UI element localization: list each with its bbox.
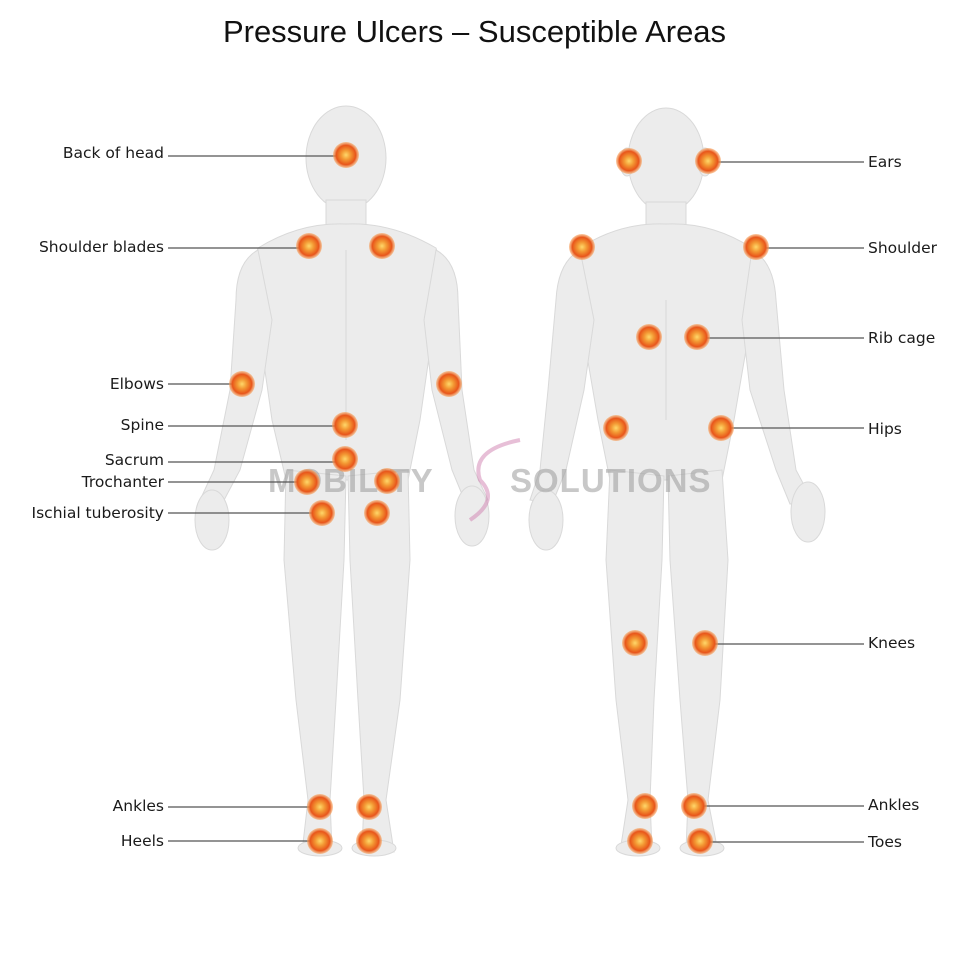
back-spine-line (345, 250, 347, 440)
marker-spine (332, 412, 358, 438)
marker-sacrum (332, 446, 358, 472)
label-spine: Spine (121, 416, 164, 434)
marker-back-of-head (333, 142, 359, 168)
front-left-hand (528, 489, 564, 551)
marker-shoulder-right (743, 234, 769, 260)
label-elbows: Elbows (110, 375, 164, 393)
marker-ankle-back-left (307, 794, 333, 820)
label-ischial-tuberosity: Ischial tuberosity (32, 504, 164, 522)
label-toes: Toes (867, 833, 902, 851)
marker-heel-left (307, 828, 333, 854)
label-heels: Heels (121, 832, 164, 850)
marker-trochanter-left (294, 469, 320, 495)
front-midline (665, 300, 667, 420)
front-left-arm (529, 249, 595, 505)
marker-trochanter-right (374, 468, 400, 494)
marker-hip-right (708, 415, 734, 441)
marker-knee-left (622, 630, 648, 656)
label-ankles-back: Ankles (113, 797, 164, 815)
front-right-hand (790, 481, 826, 543)
marker-heel-right (356, 828, 382, 854)
marker-ankle-front-left (632, 793, 658, 819)
watermark-swoosh-icon (468, 438, 521, 522)
marker-shoulder-left (569, 234, 595, 260)
label-trochanter: Trochanter (81, 473, 165, 491)
marker-ischial-left (309, 500, 335, 526)
marker-ear-left (616, 148, 642, 174)
back-left-leg (283, 469, 347, 853)
label-rib-cage: Rib cage (868, 329, 935, 347)
marker-ankle-back-right (356, 794, 382, 820)
marker-ischial-right (364, 500, 390, 526)
marker-toe-left (627, 828, 653, 854)
marker-elbow-right (436, 371, 462, 397)
marker-hip-left (603, 415, 629, 441)
front-labels: Ears Shoulder Rib cage Hips Knees Ankles… (704, 153, 938, 851)
label-ankles-front: Ankles (868, 796, 919, 814)
marker-ankle-front-right (681, 793, 707, 819)
label-shoulder: Shoulder (868, 239, 938, 257)
back-right-leg (347, 469, 411, 853)
marker-ear-right (695, 148, 721, 174)
marker-toe-right (687, 828, 713, 854)
marker-elbow-left (229, 371, 255, 397)
page-title: Pressure Ulcers – Susceptible Areas (222, 14, 727, 49)
label-shoulder-blades: Shoulder blades (39, 238, 164, 256)
front-left-leg (605, 469, 665, 853)
back-right-hand (454, 485, 490, 547)
label-back-of-head: Back of head (63, 144, 164, 162)
front-right-arm (741, 249, 813, 505)
label-ears: Ears (868, 153, 902, 171)
label-hips: Hips (868, 420, 902, 438)
back-left-hand (194, 489, 230, 551)
back-labels: Back of head Shoulder blades Elbows Spin… (32, 144, 336, 850)
marker-rib-cage-right (684, 324, 710, 350)
watermark-text-2: SOLUTIONS (510, 462, 712, 499)
marker-shoulder-blade-right (369, 233, 395, 259)
label-sacrum: Sacrum (105, 451, 164, 469)
pressure-markers (229, 142, 769, 854)
marker-knee-right (692, 630, 718, 656)
label-knees: Knees (868, 634, 915, 652)
marker-rib-cage-left (636, 324, 662, 350)
marker-shoulder-blade-left (296, 233, 322, 259)
